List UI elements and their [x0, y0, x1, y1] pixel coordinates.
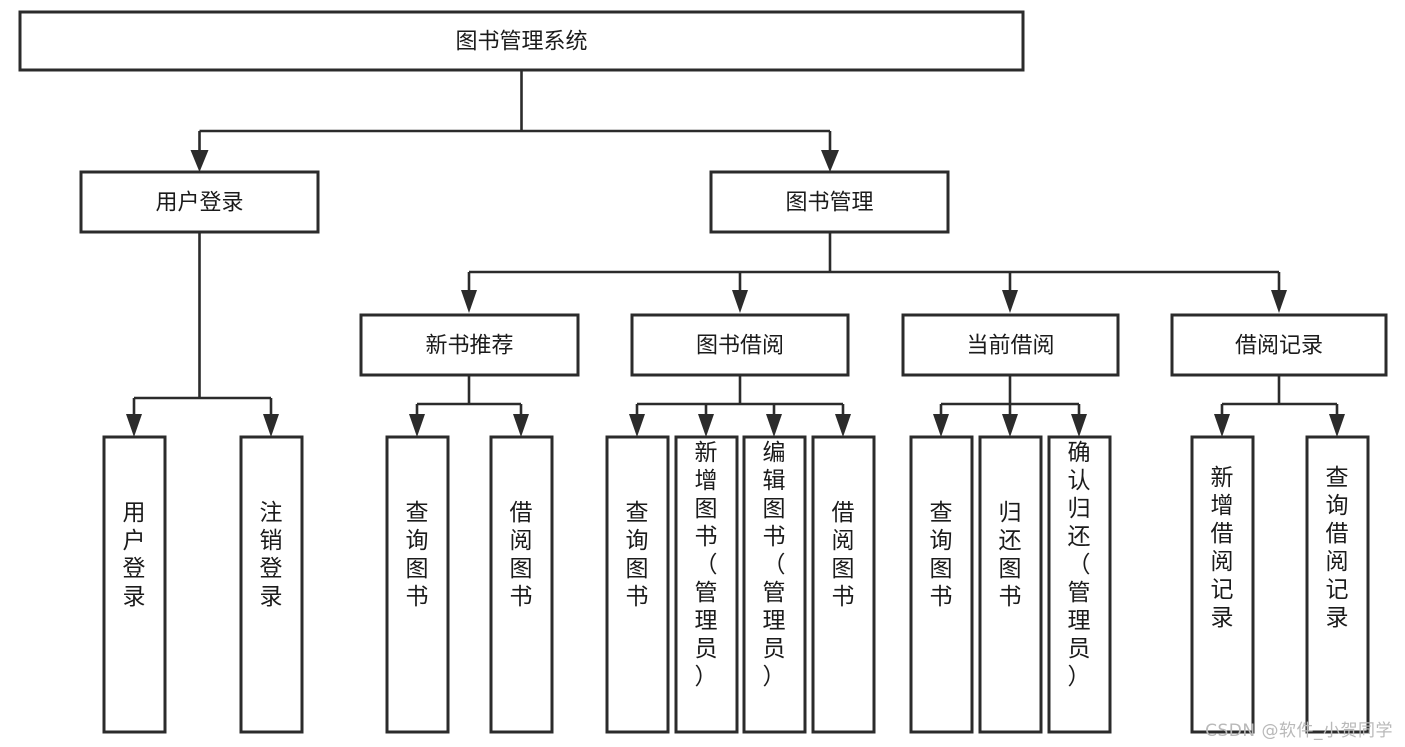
node-label-book-borrow: 图书借阅 [696, 334, 784, 359]
node-leaf-borrow-query[interactable]: 查询图书 [605, 435, 670, 734]
arrow-head-icon [190, 150, 209, 172]
arrow-head-icon [1214, 414, 1230, 437]
node-box-user-login[interactable] [79, 170, 320, 234]
arrow-head-icon [263, 414, 279, 437]
node-box-leaf[interactable] [1305, 435, 1370, 734]
node-label-leaf: 借阅图书 [832, 500, 855, 610]
arrow-head-icon [461, 290, 477, 313]
node-leaf-record-add[interactable]: 新增借阅记录 [1190, 435, 1255, 734]
node-label-user-login: 用户登录 [155, 191, 243, 216]
node-label-leaf: 查询图书 [930, 500, 953, 610]
node-box-root[interactable] [18, 10, 1025, 72]
node-box-leaf[interactable] [742, 435, 807, 734]
node-box-leaf[interactable] [239, 435, 304, 734]
node-label-root: 图书管理系统 [455, 30, 587, 55]
node-leaf-newbook-query[interactable]: 查询图书 [385, 435, 450, 734]
connector-layer [126, 70, 1345, 437]
node-label-book-management: 图书管理 [785, 191, 873, 216]
node-leaf-record-query[interactable]: 查询借阅记录 [1305, 435, 1370, 734]
node-box-leaf[interactable] [605, 435, 670, 734]
node-leaf-current-confirm-return[interactable]: 确认归还（管理员） [1047, 435, 1112, 734]
arrow-head-icon [1002, 290, 1018, 313]
node-box-leaf[interactable] [811, 435, 876, 734]
arrow-head-icon [732, 290, 748, 313]
node-box-current-borrow[interactable] [901, 313, 1120, 377]
node-box-book-management[interactable] [709, 170, 950, 234]
node-leaf-current-query[interactable]: 查询图书 [909, 435, 974, 734]
node-box-leaf[interactable] [909, 435, 974, 734]
node-label-new-book-recommend: 新书推荐 [425, 334, 513, 359]
arrow-head-icon [1271, 290, 1287, 313]
node-book-management[interactable]: 图书管理 [709, 170, 950, 234]
node-borrow-record[interactable]: 借阅记录 [1170, 313, 1388, 377]
node-label-leaf: 用户登录 [123, 500, 146, 610]
node-label-leaf: 编辑图书（管理员） [763, 440, 786, 690]
node-box-leaf[interactable] [1190, 435, 1255, 734]
node-leaf-user-login-logout[interactable]: 注销登录 [239, 435, 304, 734]
node-box-leaf[interactable] [674, 435, 739, 734]
node-label-leaf: 查询图书 [406, 500, 429, 610]
node-label-leaf: 归还图书 [999, 500, 1022, 610]
arrow-head-icon [126, 414, 142, 437]
arrow-head-icon [629, 414, 645, 437]
node-leaf-borrow-edit[interactable]: 编辑图书（管理员） [742, 435, 807, 734]
node-box-leaf[interactable] [489, 435, 554, 734]
node-box-new-book-recommend[interactable] [359, 313, 580, 377]
node-label-leaf: 查询借阅记录 [1326, 465, 1349, 631]
node-box-leaf[interactable] [1047, 435, 1112, 734]
arrow-head-icon [409, 414, 425, 437]
arrow-head-icon [835, 414, 851, 437]
node-box-leaf[interactable] [102, 435, 167, 734]
arrow-head-icon [513, 414, 529, 437]
node-leaf-borrow-borrow[interactable]: 借阅图书 [811, 435, 876, 734]
node-leaf-borrow-add[interactable]: 新增图书（管理员） [674, 435, 739, 734]
arrow-head-icon [933, 414, 949, 437]
node-current-borrow[interactable]: 当前借阅 [901, 313, 1120, 377]
node-label-leaf: 借阅图书 [510, 500, 533, 610]
node-box-borrow-record[interactable] [1170, 313, 1388, 377]
node-label-leaf: 新增图书（管理员） [695, 440, 718, 690]
node-new-book-recommend[interactable]: 新书推荐 [359, 313, 580, 377]
node-label-leaf: 新增借阅记录 [1211, 465, 1234, 631]
node-label-leaf: 查询图书 [626, 500, 649, 610]
arrow-head-icon [766, 414, 782, 437]
arrow-head-icon [1329, 414, 1345, 437]
node-user-login[interactable]: 用户登录 [79, 170, 320, 234]
node-label-current-borrow: 当前借阅 [966, 334, 1054, 359]
arrow-head-icon [1002, 414, 1018, 437]
node-label-borrow-record: 借阅记录 [1235, 334, 1323, 359]
node-box-leaf[interactable] [385, 435, 450, 734]
node-leaf-current-return[interactable]: 归还图书 [978, 435, 1043, 734]
node-label-leaf: 注销登录 [260, 500, 283, 610]
arrow-head-icon [821, 150, 839, 172]
node-leaf-user-login-login[interactable]: 用户登录 [102, 435, 167, 734]
arrow-head-icon [698, 414, 714, 437]
node-leaf-newbook-borrow[interactable]: 借阅图书 [489, 435, 554, 734]
node-box-leaf[interactable] [978, 435, 1043, 734]
arrow-head-icon [1071, 414, 1087, 437]
node-book-borrow[interactable]: 图书借阅 [630, 313, 850, 377]
node-box-book-borrow[interactable] [630, 313, 850, 377]
node-label-leaf: 确认归还（管理员） [1068, 440, 1091, 690]
node-root-system[interactable]: 图书管理系统 [18, 10, 1025, 72]
